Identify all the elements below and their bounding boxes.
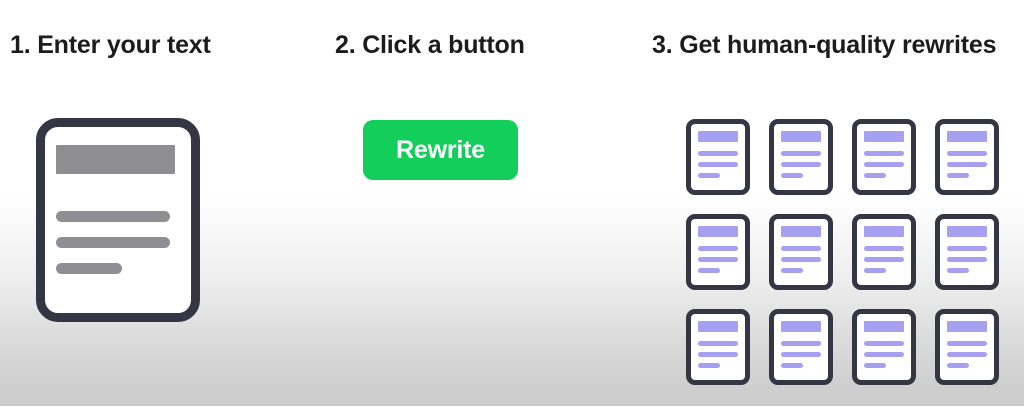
step-3-title: 3. Get human-quality rewrites bbox=[652, 31, 997, 59]
card-text-line bbox=[781, 151, 821, 156]
card-text-line bbox=[864, 173, 886, 178]
document-text-line bbox=[56, 263, 122, 274]
card-heading-block bbox=[947, 131, 987, 142]
card-text-line bbox=[781, 268, 803, 273]
document-text-line bbox=[56, 237, 170, 248]
card-text-line bbox=[947, 341, 987, 346]
card-text-line bbox=[947, 151, 987, 156]
card-text-line bbox=[864, 151, 904, 156]
card-text-line bbox=[781, 173, 803, 178]
rewrite-card bbox=[769, 309, 833, 385]
rewrite-card bbox=[686, 119, 750, 195]
card-text-line bbox=[698, 363, 720, 368]
card-text-line bbox=[864, 246, 904, 251]
card-text-line bbox=[947, 257, 987, 262]
card-text-line bbox=[781, 341, 821, 346]
card-text-line bbox=[947, 268, 969, 273]
document-text-line bbox=[56, 211, 170, 222]
card-text-line bbox=[781, 162, 821, 167]
card-heading-block bbox=[947, 321, 987, 332]
card-text-line bbox=[698, 173, 720, 178]
card-text-line bbox=[698, 341, 738, 346]
card-heading-block bbox=[781, 226, 821, 237]
rewrite-card bbox=[769, 214, 833, 290]
card-text-line bbox=[781, 257, 821, 262]
rewrite-card bbox=[686, 214, 750, 290]
rewrite-card-grid bbox=[686, 119, 1006, 409]
card-text-line bbox=[947, 246, 987, 251]
card-heading-block bbox=[864, 321, 904, 332]
card-text-line bbox=[864, 268, 886, 273]
card-text-line bbox=[947, 352, 987, 357]
step-2-title: 2. Click a button bbox=[335, 31, 525, 59]
rewrite-card bbox=[852, 119, 916, 195]
card-text-line bbox=[864, 257, 904, 262]
card-heading-block bbox=[698, 226, 738, 237]
rewrite-card bbox=[935, 214, 999, 290]
card-text-line bbox=[698, 246, 738, 251]
card-text-line bbox=[698, 257, 738, 262]
card-text-line bbox=[698, 151, 738, 156]
rewrite-button[interactable]: Rewrite bbox=[363, 120, 518, 180]
rewrite-card bbox=[852, 309, 916, 385]
card-text-line bbox=[864, 352, 904, 357]
rewrite-card bbox=[935, 309, 999, 385]
card-text-line bbox=[947, 173, 969, 178]
card-text-line bbox=[947, 363, 969, 368]
card-text-line bbox=[864, 341, 904, 346]
card-heading-block bbox=[947, 226, 987, 237]
card-text-line bbox=[781, 363, 803, 368]
card-text-line bbox=[698, 352, 738, 357]
card-heading-block bbox=[698, 321, 738, 332]
card-heading-block bbox=[781, 131, 821, 142]
rewrite-card bbox=[769, 119, 833, 195]
card-text-line bbox=[781, 352, 821, 357]
card-text-line bbox=[698, 162, 738, 167]
document-heading-block bbox=[56, 145, 175, 174]
rewrite-card bbox=[686, 309, 750, 385]
card-heading-block bbox=[864, 131, 904, 142]
card-heading-block bbox=[781, 321, 821, 332]
card-text-line bbox=[947, 162, 987, 167]
card-text-line bbox=[864, 363, 886, 368]
card-heading-block bbox=[698, 131, 738, 142]
card-text-line bbox=[864, 162, 904, 167]
document-icon bbox=[36, 118, 200, 322]
card-heading-block bbox=[864, 226, 904, 237]
rewrite-card bbox=[852, 214, 916, 290]
card-text-line bbox=[781, 246, 821, 251]
rewrite-card bbox=[935, 119, 999, 195]
step-1-title: 1. Enter your text bbox=[10, 31, 211, 59]
card-text-line bbox=[698, 268, 720, 273]
